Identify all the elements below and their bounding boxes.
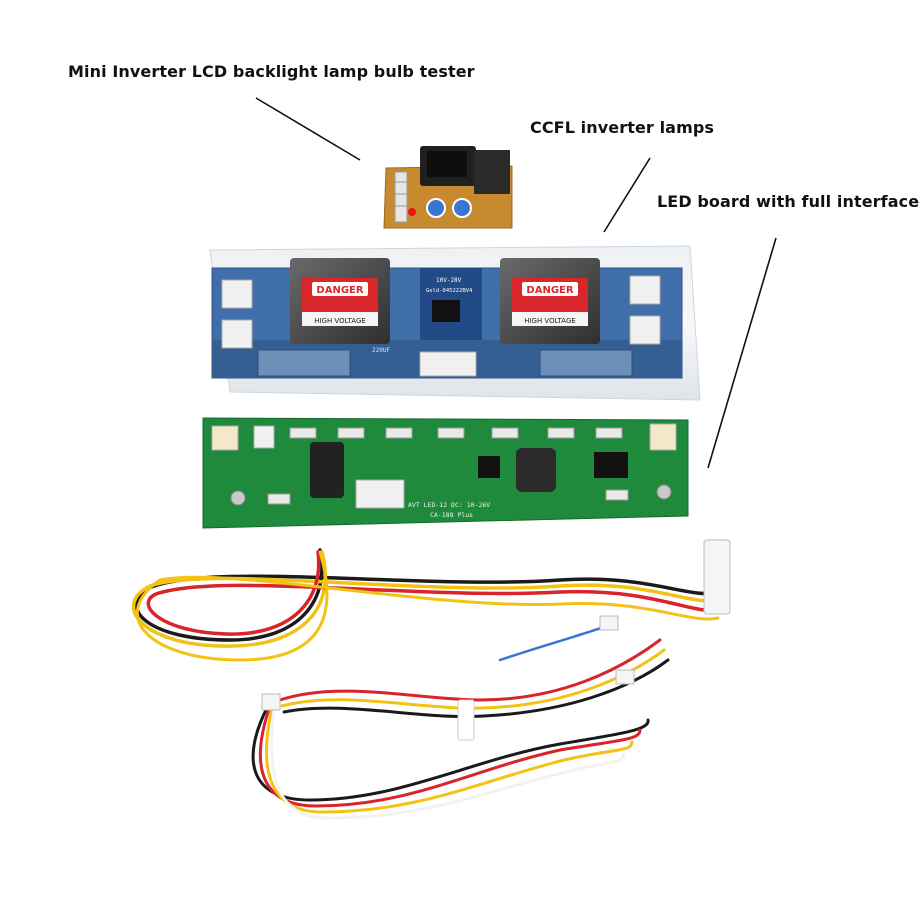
led-board-silk-2: CA-188 Plus — [430, 511, 473, 519]
pointer-line-ccfl — [603, 157, 651, 233]
label-led-board: LED board with full interface — [657, 192, 920, 211]
wire-harness-lower — [251, 615, 670, 820]
mini-tester-board — [383, 146, 513, 229]
pointer-line-led — [707, 237, 777, 469]
ccfl-chip-text-2: Gold-045222BV4 — [426, 288, 473, 294]
ccfl-warning-left: DANGER — [316, 285, 363, 296]
ccfl-warning-right: DANGER — [526, 285, 573, 296]
led-board-silk-1: AVT LED-12 DC: 10-26V — [408, 501, 490, 509]
ccfl-hv-left: HIGH VOLTAGE — [314, 317, 366, 325]
pointer-line-tester — [255, 97, 361, 161]
led-driver-board — [202, 417, 689, 529]
ccfl-inverter-package — [209, 245, 701, 401]
label-tester: Mini Inverter LCD backlight lamp bulb te… — [68, 62, 475, 81]
ccfl-chip-text-1: 10V-28V — [436, 277, 462, 284]
label-ccfl-inverter: CCFL inverter lamps — [530, 118, 715, 137]
wire-harness-upper — [131, 539, 731, 662]
ccfl-cap-text: 220UF — [372, 347, 390, 354]
ccfl-hv-right: HIGH VOLTAGE — [524, 317, 576, 325]
